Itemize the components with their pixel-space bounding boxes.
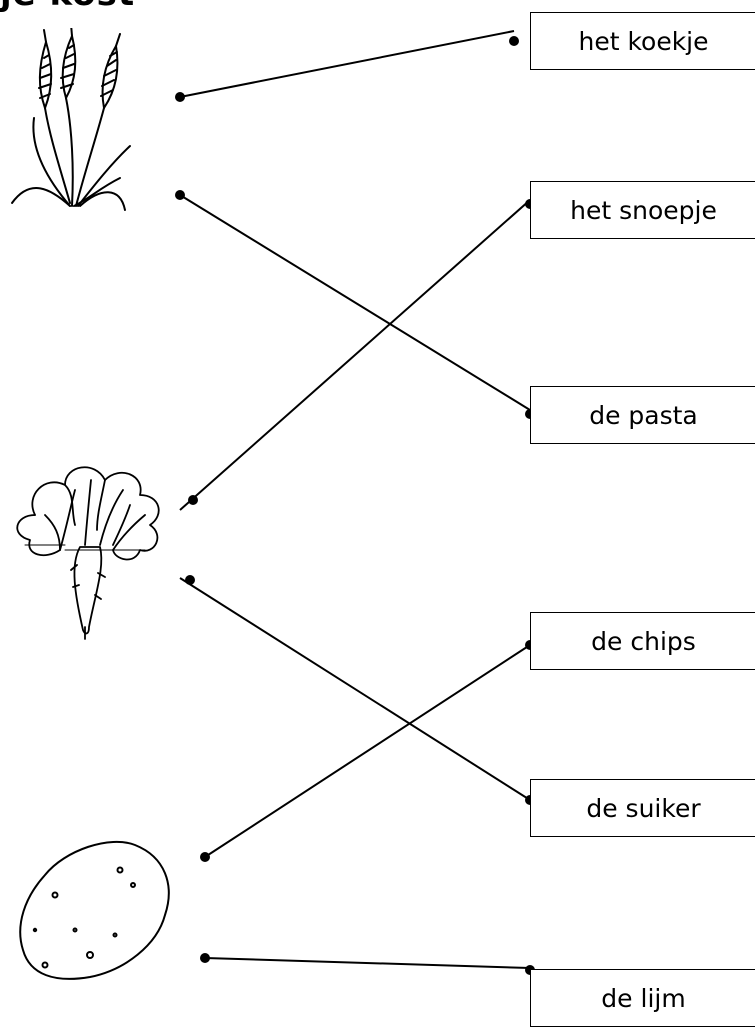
dot-potato-top [200,852,210,862]
word-box-pasta[interactable]: de pasta [530,386,755,444]
word-box-chips[interactable]: de chips [530,612,755,670]
line-wheat-koekje [179,30,515,98]
potato-icon [19,840,170,980]
word-label: het snoepje [570,195,717,225]
wheat-icon [11,28,131,211]
line-potato-chips [204,644,531,858]
dot-beet-top [188,495,198,505]
word-box-lijm[interactable]: de lijm [530,969,755,1027]
line-potato-lijm [204,957,531,969]
word-label: de pasta [589,400,698,430]
word-box-suiker[interactable]: de suiker [530,779,755,837]
word-label: het koekje [578,26,709,56]
line-beet-suiker [179,577,531,801]
line-beet-snoepje [179,199,531,511]
word-box-koekje[interactable]: het koekje [530,12,755,70]
dot-potato-bottom [200,953,210,963]
word-label: de chips [591,626,696,656]
worksheet-heading: je kost [0,0,135,14]
word-label: de lijm [601,983,686,1013]
dot-wheat-bottom [175,190,185,200]
sugar-beet-icon [16,466,160,640]
word-box-snoepje[interactable]: het snoepje [530,181,755,239]
line-wheat-pasta [179,194,531,411]
word-label: de suiker [586,793,701,823]
dot-koekje [509,36,519,46]
dot-wheat-top [175,92,185,102]
dot-beet-bottom [185,575,195,585]
